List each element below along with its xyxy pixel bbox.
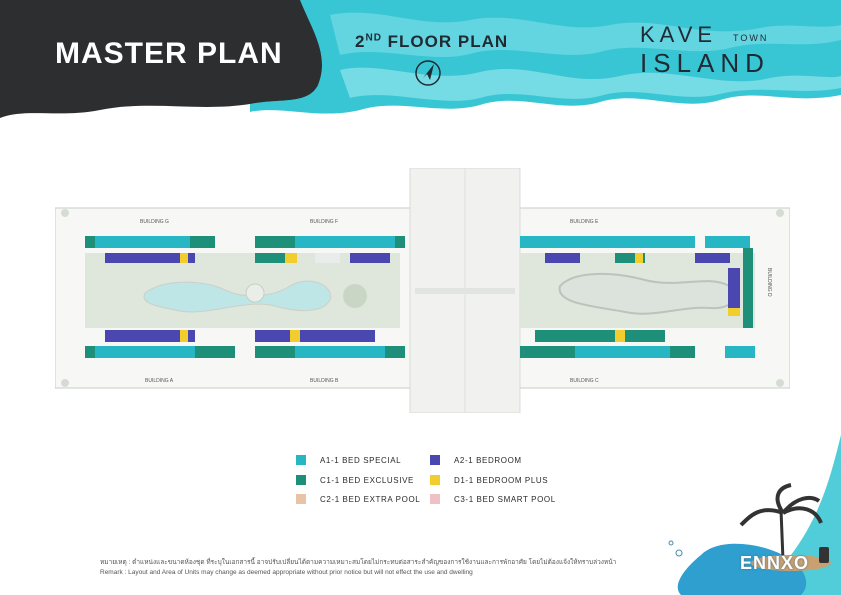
legend-label: A2-1 BEDROOM xyxy=(454,455,522,465)
building-g-units xyxy=(85,236,215,263)
label-building-g: BUILDING G xyxy=(140,219,169,225)
floor-number: 2 xyxy=(355,32,366,51)
legend-item-c1: C1-1 BED EXCLUSIVE xyxy=(296,475,414,485)
label-building-f: BUILDING F xyxy=(310,219,338,225)
legend-item-d1: D1-1 BEDROOM PLUS xyxy=(430,475,548,485)
logo-kave: KAVE xyxy=(640,22,717,47)
legend-label: C2-1 BED EXTRA POOL xyxy=(320,494,421,504)
legend-label: C3-1 BED SMART POOL xyxy=(454,494,556,504)
kave-town-island-logo: KAVE TOWN ISLAND xyxy=(640,22,770,78)
page-title: MASTER PLAN xyxy=(55,37,283,70)
ennxo-watermark: ENNXO xyxy=(740,553,810,573)
logo-town: TOWN xyxy=(733,33,768,43)
remark-english: Remark : Layout and Area of Units may ch… xyxy=(100,569,473,576)
north-arrow-icon xyxy=(415,60,441,86)
master-plan-drawing: BUILDING G BUILDING F BUILDING E BUILDIN… xyxy=(55,168,790,413)
legend-swatch xyxy=(296,475,306,485)
legend-label: C1-1 BED EXCLUSIVE xyxy=(320,475,414,485)
label-building-c: BUILDING C xyxy=(570,378,599,384)
legend-swatch xyxy=(430,494,440,504)
floor-title: 2ND FLOOR PLAN xyxy=(355,32,508,52)
building-a-units xyxy=(85,330,235,358)
legend-item-a1: A1-1 BED SPECIAL xyxy=(296,455,401,465)
building-d-units xyxy=(728,248,753,328)
legend-swatch xyxy=(430,455,440,465)
legend-item-c3: C3-1 BED SMART POOL xyxy=(430,494,556,504)
building-c-units xyxy=(520,330,755,358)
building-f-units xyxy=(255,236,405,263)
legend-swatch xyxy=(296,455,306,465)
building-b-units xyxy=(255,330,405,358)
label-building-e: BUILDING E xyxy=(570,219,599,225)
legend-label: A1-1 BED SPECIAL xyxy=(320,455,402,465)
unit-type-legend: A1-1 BED SPECIAL C1-1 BED EXCLUSIVE C2-1… xyxy=(296,455,616,515)
island-whale-illustration xyxy=(668,435,841,595)
logo-island: ISLAND xyxy=(640,48,770,78)
legend-item-c2: C2-1 BED EXTRA POOL xyxy=(296,494,420,504)
legend-label: D1-1 BEDROOM PLUS xyxy=(454,475,549,485)
label-building-d: BUILDING D xyxy=(766,268,772,297)
remark-thai: หมายเหตุ : ตำแหน่งและขนาดห้องชุด ที่ระบุ… xyxy=(100,559,617,566)
header-wave-background xyxy=(0,0,841,140)
legend-swatch xyxy=(296,494,306,504)
label-building-b: BUILDING B xyxy=(310,378,339,384)
legend-item-a2: A2-1 BEDROOM xyxy=(430,455,522,465)
legend-swatch xyxy=(430,475,440,485)
building-e-units xyxy=(520,236,750,263)
label-building-a: BUILDING A xyxy=(145,378,174,384)
title-banner xyxy=(0,0,322,118)
floor-suffix: ND xyxy=(365,32,382,44)
floor-label: FLOOR PLAN xyxy=(381,32,509,51)
